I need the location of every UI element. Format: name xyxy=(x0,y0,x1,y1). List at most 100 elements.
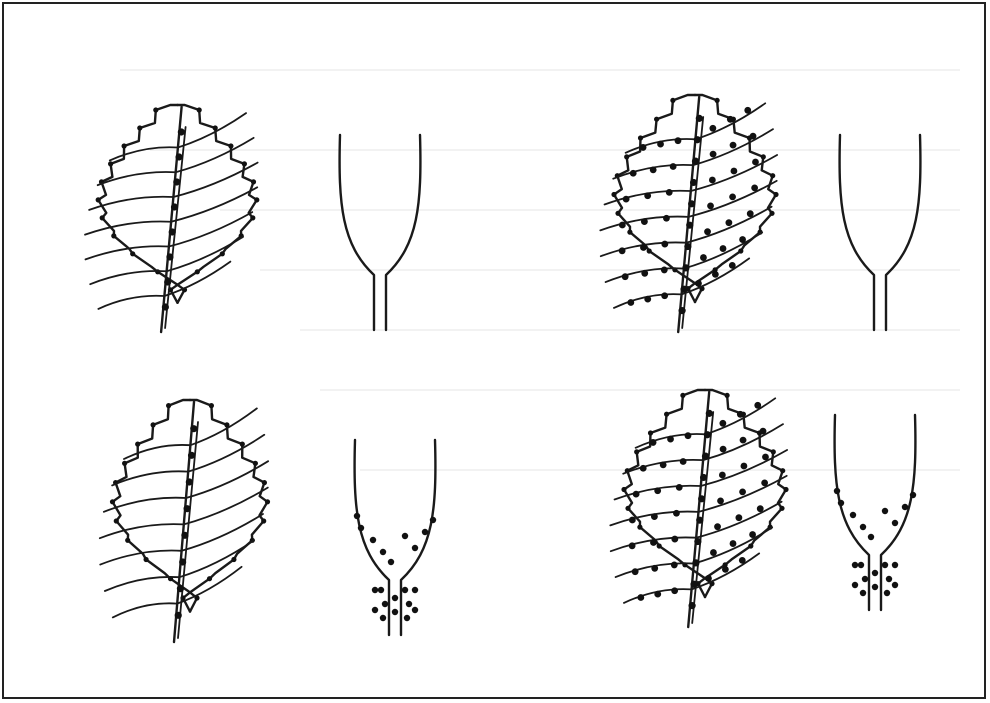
vein-dot xyxy=(757,505,764,512)
midrib-dot xyxy=(171,203,178,210)
stem-dot xyxy=(372,607,378,613)
vein-dot xyxy=(680,458,687,465)
stem-dot xyxy=(388,559,394,565)
vein-dot xyxy=(644,296,651,303)
stem-dot xyxy=(354,513,360,519)
leaf-tooth-tip xyxy=(725,393,730,398)
vein-dot xyxy=(671,562,678,569)
midrib-dot xyxy=(169,228,176,235)
leaf-tooth-tip xyxy=(153,107,158,112)
vein-dot xyxy=(744,107,751,114)
vein-dot xyxy=(754,402,761,409)
stem-dot xyxy=(380,615,386,621)
midrib-dot xyxy=(686,222,693,229)
midrib-dot xyxy=(680,286,687,293)
vein-dot xyxy=(710,549,717,556)
stem-dot xyxy=(886,576,892,582)
leaf-tooth-tip xyxy=(770,173,775,178)
vein-dot xyxy=(623,196,630,203)
leaf-tooth-tip xyxy=(611,192,616,197)
leaf-tooth-tip xyxy=(122,461,127,466)
vein-dot xyxy=(619,222,626,229)
stem-dot xyxy=(892,520,898,526)
leaf-tooth-tip xyxy=(125,538,130,543)
stem-dot xyxy=(378,587,384,593)
vein-dot xyxy=(735,514,742,521)
leaf-tooth-tip xyxy=(137,125,142,130)
midrib-dot xyxy=(692,157,699,164)
vein-dot xyxy=(762,454,769,461)
stem-dot xyxy=(412,587,418,593)
vein-dot xyxy=(661,267,668,274)
leaf-tooth-tip xyxy=(773,192,778,197)
midrib-dot xyxy=(696,517,703,524)
stem-dot xyxy=(902,504,908,510)
midrib-dot xyxy=(696,115,703,122)
stem-dot xyxy=(850,512,856,518)
midrib-dot xyxy=(700,474,707,481)
leaf-tooth-tip xyxy=(621,487,626,492)
vein-dot xyxy=(740,437,747,444)
leaf-tooth-tip xyxy=(769,211,774,216)
midrib-dot xyxy=(694,136,701,143)
vein-dot xyxy=(719,420,726,427)
midrib-dot xyxy=(698,495,705,502)
vein-dot xyxy=(685,432,692,439)
vein-dot xyxy=(707,202,714,209)
vein-dot xyxy=(627,299,634,306)
leaf-tooth-tip xyxy=(783,487,788,492)
vein-dot xyxy=(663,215,670,222)
leaf-tooth-tip xyxy=(254,197,259,202)
vein-dot xyxy=(675,137,682,144)
vein-dot xyxy=(670,163,677,170)
midrib-dot xyxy=(162,303,169,310)
stem-dot xyxy=(358,525,364,531)
vein-dot xyxy=(739,236,746,243)
stem-dot xyxy=(412,545,418,551)
leaf-tooth-tip xyxy=(220,251,225,256)
leaf-tooth-tip xyxy=(111,233,116,238)
stem-dot xyxy=(402,587,408,593)
leaf-tooth-tip xyxy=(144,557,149,562)
leaf-tooth-tip xyxy=(110,499,115,504)
leaf-tooth-tip xyxy=(638,135,643,140)
leaf-tooth-tip xyxy=(231,557,236,562)
leaf-tooth-tip xyxy=(647,248,652,253)
midrib-dot xyxy=(704,431,711,438)
vein-dot xyxy=(676,484,683,491)
vein-dot xyxy=(712,271,719,278)
leaf-tooth-tip xyxy=(166,403,171,408)
vein-dot xyxy=(651,513,658,520)
vein-dot xyxy=(700,254,707,261)
leaf-tooth-tip xyxy=(657,543,662,548)
vein-dot xyxy=(741,463,748,470)
vein-dot xyxy=(731,168,738,175)
vein-dot xyxy=(673,510,680,517)
vein-dot xyxy=(630,170,637,177)
midrib-dot xyxy=(175,153,182,160)
leaf-tooth-tip xyxy=(761,154,766,159)
vein-dot xyxy=(720,446,727,453)
vein-dot xyxy=(650,167,657,174)
stem-dot xyxy=(882,562,888,568)
leaf-tooth-tip xyxy=(265,499,270,504)
leaf-tooth-tip xyxy=(627,230,632,235)
vein-dot xyxy=(747,210,754,217)
vein-dot xyxy=(660,462,667,469)
midrib-dot xyxy=(689,602,696,609)
leaf-tooth-tip xyxy=(615,211,620,216)
leaf-tooth-tip xyxy=(780,468,785,473)
vein-dot xyxy=(654,487,661,494)
vein-dot xyxy=(725,219,732,226)
midrib-dot xyxy=(679,307,686,314)
vein-dot xyxy=(730,540,737,547)
vein-dot xyxy=(730,142,737,149)
stem-dot xyxy=(392,609,398,615)
midrib-dot xyxy=(684,243,691,250)
vein-dot xyxy=(671,587,678,594)
stem-dot xyxy=(404,615,410,621)
vein-dot xyxy=(717,497,724,504)
midrib-dot xyxy=(186,478,193,485)
vein-dot xyxy=(750,133,757,140)
leaf-tooth-tip xyxy=(654,117,659,122)
